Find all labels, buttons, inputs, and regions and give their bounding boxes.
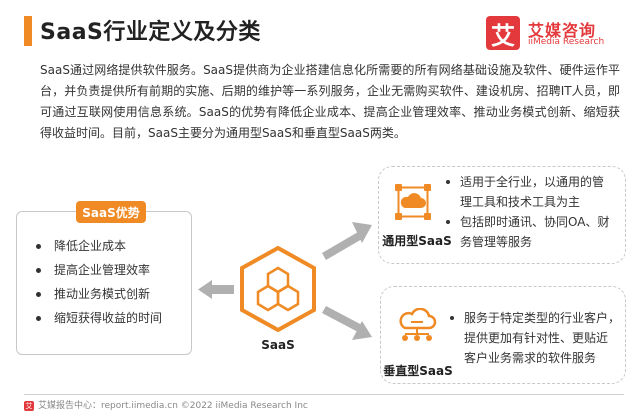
description-line: 务管理等服务 [460, 235, 533, 249]
description-line: 理工具和技术工具为主 [460, 195, 581, 209]
advantage-item: 缩短获得收益的时间 [36, 312, 186, 324]
arrow-left-icon [198, 280, 234, 299]
general-saas-description: 适用于全行业，以通用的管 理工具和技术工具为主 包括即时通讯、协同OA、财 务管… [446, 172, 620, 252]
general-saas-label: 通用型SaaS [382, 234, 452, 248]
brand-logo: 艾 艾媒咨询 iiMedia Research [486, 16, 628, 52]
saas-hexagon-icon [240, 246, 316, 332]
general-saas-box [378, 166, 626, 264]
advantage-item: 提高企业管理效率 [36, 264, 186, 276]
bullet-dot [450, 316, 454, 320]
advantages-list: 降低企业成本 提高企业管理效率 推动业务模式创新 缩短获得收益的时间 [36, 240, 186, 336]
brand-logo-mark: 艾 [486, 16, 520, 50]
cloud-server-icon [399, 308, 437, 341]
description-line: 客户业务需求的软件服务 [464, 351, 597, 365]
saas-center-label: SaaS [261, 338, 295, 352]
arrow-up-right-icon [322, 222, 372, 260]
description-bullet: 适用于全行业，以通用的管 理工具和技术工具为主 [446, 172, 620, 212]
footer-divider [24, 394, 624, 395]
description-bullet: 包括即时通讯、协同OA、财 务管理等服务 [446, 212, 620, 252]
description-bullet: 服务于特定类型的行业客户， 提供更加有针对性、更贴近 客户业务需求的软件服务 [450, 308, 624, 368]
bullet-dot [446, 220, 450, 224]
page-title: SaaS行业定义及分类 [40, 20, 261, 45]
advantage-item: 降低企业成本 [36, 240, 186, 252]
vertical-saas-label: 垂直型SaaS [383, 364, 453, 378]
bullet-dot [446, 180, 450, 184]
advantages-tag: SaaS优势 [76, 201, 146, 223]
vertical-saas-description: 服务于特定类型的行业客户， 提供更加有针对性、更贴近 客户业务需求的软件服务 [450, 308, 624, 368]
cloud-network-icon [395, 184, 431, 220]
advantage-item: 推动业务模式创新 [36, 288, 186, 300]
brand-name-en: iiMedia Research [528, 37, 605, 47]
description-line: 提供更加有针对性、更贴近 [464, 331, 609, 345]
footer-text: 艾媒报告中心：report.iimedia.cn ©2022 iiMedia R… [38, 401, 308, 411]
footer: 艾艾媒报告中心：report.iimedia.cn ©2022 iiMedia … [24, 398, 624, 414]
vertical-saas-box [380, 286, 626, 384]
description-line: 服务于特定类型的行业客户， [464, 311, 621, 325]
footer-logo-icon: 艾 [24, 400, 34, 411]
intro-paragraph: SaaS通过网络提供软件服务。SaaS提供商为企业搭建信息化所需要的所有网络基础… [40, 63, 620, 140]
title-accent-bar [24, 16, 32, 46]
description-line: 包括即时通讯、协同OA、财 [460, 215, 610, 229]
brand-name-cn: 艾媒咨询 [528, 21, 597, 40]
description-line: 适用于全行业，以通用的管 [460, 175, 605, 189]
arrow-down-right-icon [322, 306, 372, 340]
